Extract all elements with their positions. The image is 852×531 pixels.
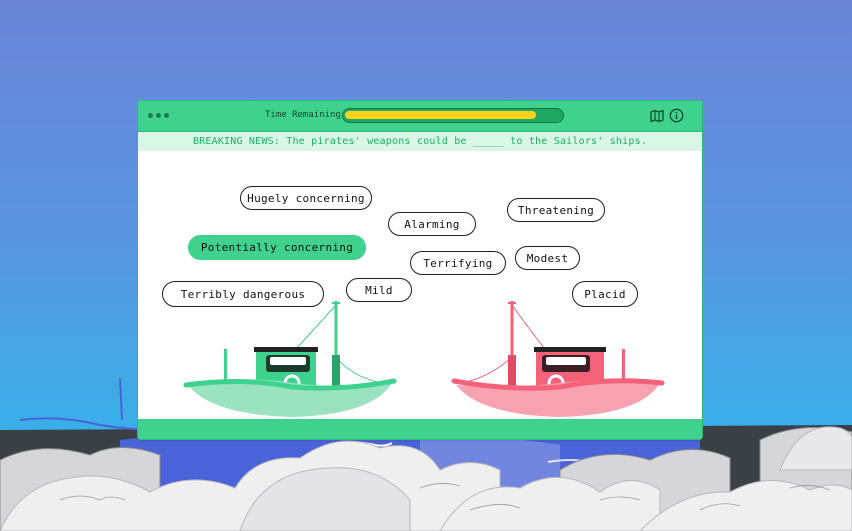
window-ground (138, 419, 702, 439)
timer-bar (342, 108, 564, 123)
timer-fill (345, 111, 536, 119)
pirate-boat (451, 301, 665, 417)
option-pill[interactable]: Hugely concerning (240, 186, 372, 210)
cloud-scribbles (59, 483, 831, 511)
title-bar: Time Remaining (138, 101, 702, 132)
dot (148, 113, 153, 118)
option-pill[interactable]: Threatening (507, 198, 605, 222)
option-pill-selected[interactable]: Potentially concerning (188, 235, 366, 260)
game-window: Time Remaining BREAKING NEWS: The pirate… (137, 100, 703, 440)
info-icon[interactable] (669, 108, 684, 123)
option-pill[interactable]: Terribly dangerous (162, 281, 324, 307)
option-pill[interactable]: Modest (515, 246, 580, 270)
dot (164, 113, 169, 118)
option-pill[interactable]: Alarming (388, 212, 476, 236)
option-pill[interactable]: Terrifying (410, 251, 506, 275)
wave-line (119, 377, 123, 421)
option-pill[interactable]: Mild (346, 278, 412, 302)
option-pill[interactable]: Placid (572, 281, 638, 307)
sailor-boat (183, 301, 397, 417)
clouds-front (0, 426, 852, 531)
timer-label: Time Remaining (265, 110, 341, 120)
dots-icon[interactable] (148, 113, 169, 118)
breaking-news-banner: BREAKING NEWS: The pirates' weapons coul… (138, 132, 702, 151)
dot (156, 113, 161, 118)
map-icon[interactable] (650, 109, 664, 123)
